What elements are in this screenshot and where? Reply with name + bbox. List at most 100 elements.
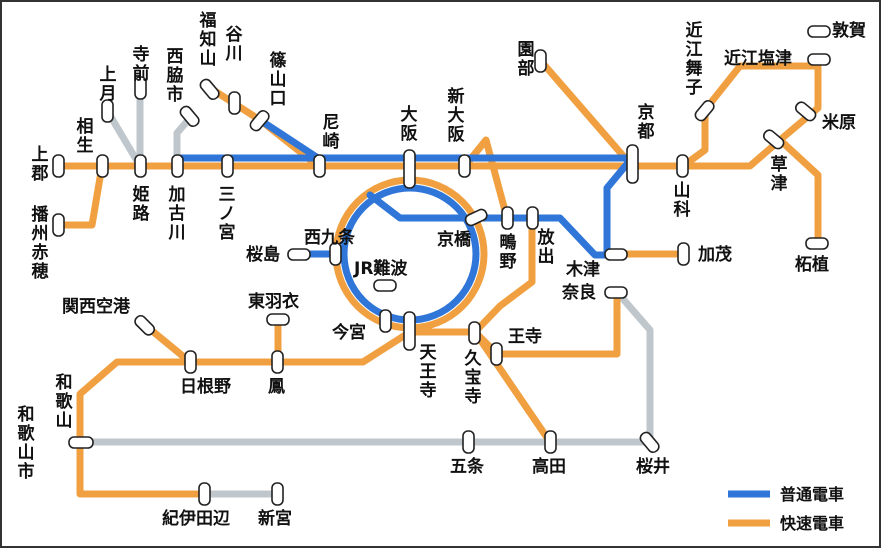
station-marker-kiitanabe[interactable] [198, 482, 211, 506]
station-marker-kamo[interactable] [677, 242, 690, 266]
station-label-himeji: 姫路 [133, 184, 151, 224]
station-marker-nishiwakishi[interactable] [178, 104, 201, 128]
station-marker-osaka[interactable] [403, 149, 416, 189]
station-marker-maibara[interactable] [794, 100, 818, 123]
station-marker-hineno[interactable] [184, 350, 197, 374]
station-marker-sannomiya[interactable] [221, 154, 234, 178]
station-label-amagasaki: 尼崎 [323, 113, 340, 152]
station-marker-amagasaki[interactable] [313, 154, 326, 178]
station-label-shigino: 鴫野 [500, 232, 517, 272]
station-label-sonobe: 園部 [518, 40, 535, 79]
station-marker-kuhoji[interactable] [468, 321, 481, 345]
station-marker-imamiya[interactable] [379, 309, 392, 333]
station-marker-tsuruga[interactable] [807, 25, 831, 38]
station-marker-himeji[interactable] [134, 154, 147, 178]
station-label-tsuruga: 敦賀 [832, 20, 866, 41]
station-marker-kansaikuko[interactable] [133, 314, 156, 337]
station-marker-sakurai[interactable] [638, 430, 661, 454]
station-marker-takada[interactable] [544, 430, 557, 454]
station-label-fukuchiyama: 福知山 [199, 10, 217, 69]
station-label-omishiotsu: 近江塩津 [724, 48, 792, 69]
station-marker-kyobashi[interactable] [464, 208, 489, 227]
station-label-sannomiya: 三ノ宮 [219, 185, 236, 243]
local-kyoto-nara [603, 154, 636, 259]
station-marker-tennoji[interactable] [403, 311, 416, 351]
wakayama-takada [471, 328, 554, 446]
station-label-maibara: 米原 [822, 112, 856, 133]
legend: 普通電車 快速電車 [728, 485, 844, 533]
station-marker-kizu[interactable] [604, 248, 628, 261]
station-marker-nishikujo[interactable] [329, 242, 342, 266]
sakurai-line [613, 288, 654, 446]
station-marker-sonobe[interactable] [534, 49, 547, 73]
kisei-rapid [76, 438, 209, 498]
station-label-higashihagoromo: 東羽衣 [248, 291, 299, 312]
station-marker-fukuchiyama[interactable] [198, 77, 221, 101]
station-marker-nara[interactable] [604, 286, 628, 299]
akou-line [54, 162, 106, 229]
station-label-kamitsuki: 上月 [99, 65, 117, 104]
station-label-kuhoji: 久宝寺 [465, 348, 482, 407]
station-marker-teramae[interactable] [134, 76, 147, 100]
station-label-shingu: 新宮 [258, 508, 292, 529]
station-label-tanigawa: 谷川 [225, 25, 244, 64]
station-marker-kusatsu[interactable] [762, 128, 786, 151]
station-label-aioi: 相生 [77, 116, 94, 156]
station-label-teramae: 寺前 [133, 44, 150, 84]
station-label-kizu: 木津 [565, 259, 600, 280]
sanin-line [536, 56, 636, 170]
kishin-line [104, 108, 144, 170]
orange-lines [54, 54, 822, 498]
station-label-shinosaka: 新大阪 [448, 86, 465, 145]
station-label-kansaikuko: 関西空港 [62, 296, 131, 317]
station-label-takada: 高田 [532, 456, 566, 477]
station-marker-hanaten[interactable] [526, 206, 539, 230]
station-marker-yamashina[interactable] [676, 154, 689, 178]
station-marker-otori[interactable] [271, 350, 284, 374]
station-label-wakayama: 和歌山 [56, 373, 74, 431]
station-label-banshuako: 播州赤穂 [31, 204, 50, 282]
station-label-kyoto: 京都 [637, 102, 655, 142]
gakkentoshi-line [366, 191, 621, 259]
station-label-kyobashi: 京橋 [437, 229, 472, 250]
station-label-jrnamba: JR難波 [353, 258, 408, 279]
station-marker-shigino[interactable] [501, 206, 514, 230]
station-marker-wakayama[interactable] [68, 436, 94, 449]
station-label-tsuge: 柘植 [795, 254, 829, 275]
station-label-yamashina: 山科 [674, 181, 691, 220]
station-label-osaka: 大阪 [401, 104, 418, 144]
station-marker-tanigawa[interactable] [228, 91, 241, 115]
station-marker-aioi[interactable] [96, 154, 109, 178]
station-marker-kyoto[interactable] [626, 144, 639, 184]
station-marker-higashihagoromo[interactable] [266, 313, 290, 326]
loop-line-rapid [332, 176, 488, 332]
legend-local-label: 普通電車 [780, 485, 844, 504]
station-marker-kakogawa[interactable] [171, 154, 184, 178]
station-marker-kamitsuki[interactable] [101, 99, 114, 123]
station-label-hineno: 日根野 [180, 376, 231, 397]
station-label-nara: 奈良 [561, 282, 596, 303]
blue-lines [173, 116, 636, 324]
station-label-kiitanabe: 紀伊田辺 [162, 508, 230, 529]
station-label-kamo: 加茂 [697, 244, 732, 265]
station-marker-jrnamba[interactable] [373, 279, 397, 292]
station-markers [52, 25, 831, 506]
station-marker-sasayamaguchi[interactable] [248, 109, 271, 133]
station-marker-sakurajima[interactable] [287, 248, 311, 261]
station-label-tennoji: 天王寺 [420, 343, 438, 401]
station-marker-kamigori[interactable] [52, 154, 65, 178]
station-label-kusatsu: 草津 [771, 155, 788, 194]
station-marker-shinosaka[interactable] [458, 154, 471, 178]
station-marker-tsuge[interactable] [805, 237, 829, 250]
station-label-nishiwakishi: 西脇市 [167, 47, 184, 105]
station-marker-oji[interactable] [490, 342, 503, 366]
station-marker-omimaiko[interactable] [693, 99, 716, 123]
station-labels: 桜島 西九条 京橋 木津 奈良 加茂 JR難波 今宮 王寺 関西空港 東羽衣 日… [18, 10, 867, 529]
station-marker-banshuako[interactable] [52, 213, 65, 237]
station-marker-omishiotsu[interactable] [807, 53, 831, 66]
station-label-gojo: 五条 [450, 456, 485, 477]
station-marker-gojo[interactable] [462, 430, 475, 454]
station-marker-shingu[interactable] [271, 482, 284, 506]
